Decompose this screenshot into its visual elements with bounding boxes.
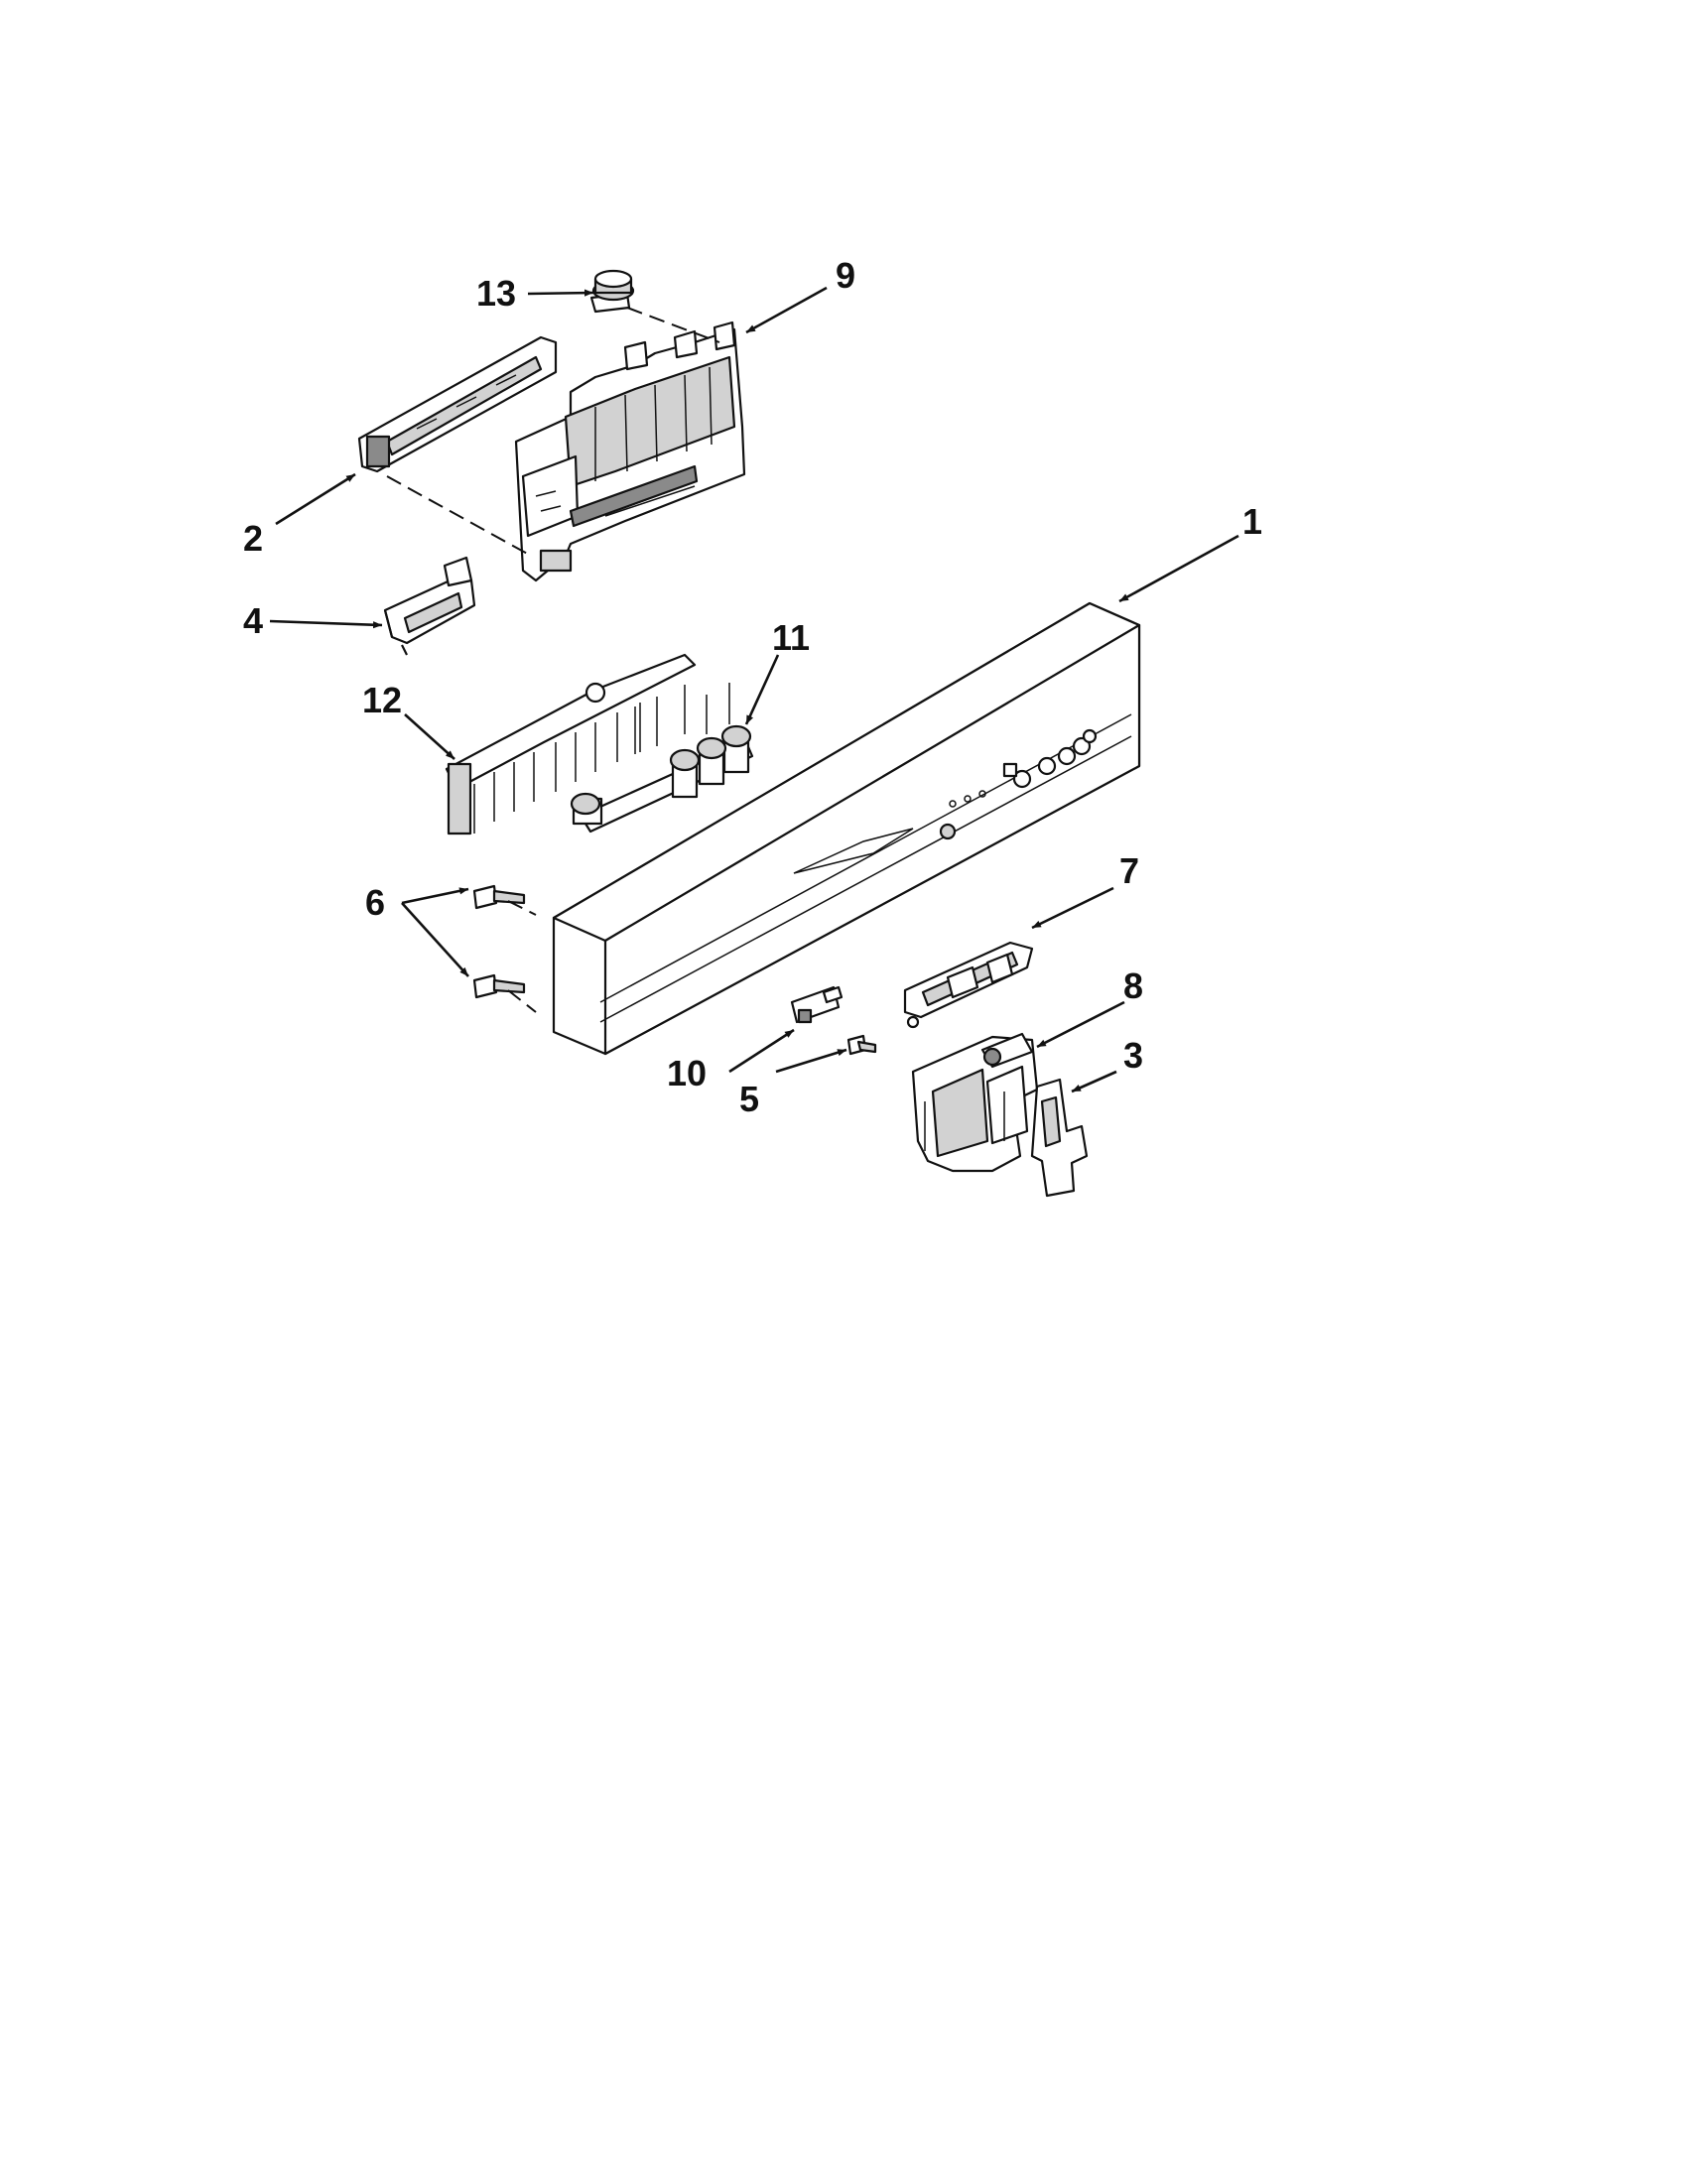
callout-7: 7	[1119, 850, 1139, 891]
leader-arrows	[269, 286, 1239, 1093]
callout-3: 3	[1123, 1035, 1143, 1076]
callout-13: 13	[476, 273, 516, 314]
callout-11: 11	[772, 617, 810, 658]
callout-8: 8	[1123, 965, 1143, 1006]
callout-2: 2	[243, 518, 263, 559]
part-4-shield	[383, 556, 476, 656]
part-12-button-carrier	[445, 653, 697, 835]
part-8-latch	[911, 1032, 1039, 1173]
part-7-handle	[903, 941, 1034, 1029]
callout-4: 4	[243, 600, 263, 641]
callout-10: 10	[667, 1053, 707, 1093]
part-9-control-board	[514, 321, 746, 582]
callout-12: 12	[362, 680, 402, 720]
part-1-console-panel	[552, 601, 1141, 1056]
part-3-bracket	[1030, 1078, 1089, 1198]
part-5-screw	[846, 1034, 877, 1056]
part-11-buttons	[570, 683, 754, 834]
assembly-lines	[386, 307, 720, 1013]
part-10-switch	[790, 985, 844, 1024]
part-13-thermostat	[589, 269, 635, 314]
callout-9: 9	[836, 255, 855, 296]
callout-1: 1	[1242, 501, 1262, 542]
part-2-bracket	[357, 335, 558, 473]
callout-6: 6	[365, 882, 385, 923]
part-6-screws	[472, 884, 526, 999]
callout-labels: 13 9 2 1 4 11 12 6 7 8 3 10 5	[243, 255, 1262, 1119]
callout-5: 5	[739, 1079, 759, 1119]
